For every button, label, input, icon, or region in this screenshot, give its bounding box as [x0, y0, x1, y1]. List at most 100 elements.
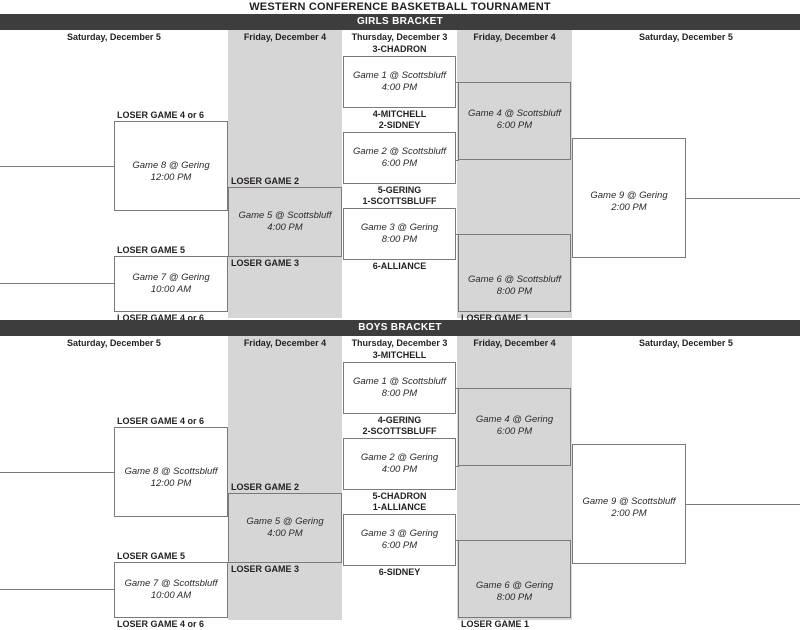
game6-label: Game 6 @ Scottsbluff 8:00 PM [458, 274, 571, 298]
consolation-out-line-top [0, 166, 114, 167]
game2-box [343, 132, 456, 184]
game2-box [343, 438, 456, 490]
boys-day-header-row: Saturday, December 5 Friday, December 4 … [0, 336, 800, 350]
consolation-out-line-top [0, 472, 114, 473]
connector-g1-g4 [456, 82, 459, 83]
game3-time: 6:00 PM [381, 540, 418, 551]
game1-box [343, 56, 456, 108]
day-band-friday-left [228, 336, 342, 620]
game5-box [228, 187, 342, 257]
game8-box [114, 427, 228, 517]
game5-label: Game 5 @ Gering 4:00 PM [228, 516, 342, 540]
day-header-3: Thursday, December 3 [351, 32, 448, 42]
loser-game-3-label: LOSER GAME 3 [231, 564, 300, 574]
consolation-out-line-bottom [0, 283, 114, 284]
loser-game-5-label: LOSER GAME 5 [117, 245, 186, 255]
game1-box [343, 362, 456, 414]
game6-time: 8:00 PM [496, 286, 533, 297]
game4-name: Game 4 @ Gering [475, 414, 554, 425]
seed-1: 1-ALLIANCE [372, 502, 427, 512]
game8-box [114, 121, 228, 211]
loser-game-4-or-6-top-label: LOSER GAME 4 or 6 [117, 110, 205, 120]
game4-box [458, 388, 571, 466]
game7-box [114, 256, 228, 312]
game3-box [343, 208, 456, 260]
game8-label: Game 8 @ Gering 12:00 PM [114, 160, 228, 184]
seed-5: 5-GERING [377, 185, 422, 195]
loser-game-4-or-6-top-label: LOSER GAME 4 or 6 [117, 416, 205, 426]
game6-name: Game 6 @ Scottsbluff [467, 274, 562, 285]
game1-time: 4:00 PM [381, 82, 418, 93]
game1-time: 8:00 PM [381, 388, 418, 399]
game9-time: 2:00 PM [611, 508, 647, 519]
game9-box [572, 138, 686, 258]
game4-box [458, 82, 571, 160]
connector-g1-g4 [456, 388, 459, 389]
girls-bracket-banner: GIRLS BRACKET [0, 14, 800, 30]
connector-g3-g6 [456, 234, 459, 235]
game3-name: Game 3 @ Gering [360, 222, 439, 233]
game6-box [458, 540, 571, 618]
day-band-friday-left [228, 30, 342, 318]
day-header-1: Saturday, December 5 [67, 338, 161, 348]
girls-day-header-row: Saturday, December 5 Friday, December 4 … [0, 30, 800, 44]
game7-name: Game 7 @ Gering [132, 272, 210, 283]
loser-game-5-label: LOSER GAME 5 [117, 551, 186, 561]
game8-name: Game 8 @ Gering [132, 160, 210, 171]
game2-time: 6:00 PM [381, 158, 418, 169]
game6-name: Game 6 @ Gering [475, 580, 554, 591]
consolation-out-line-bottom [0, 589, 114, 590]
seed-3: 3-CHADRON [372, 44, 427, 54]
game5-box [228, 493, 342, 563]
seed-4: 4-GERING [377, 415, 422, 425]
loser-game-1-label: LOSER GAME 1 [461, 313, 530, 323]
game4-name: Game 4 @ Scottsbluff [467, 108, 562, 119]
game5-time: 4:00 PM [267, 528, 303, 539]
game7-label: Game 7 @ Scottsbluff 10:00 AM [114, 578, 228, 602]
game5-name: Game 5 @ Gering [246, 516, 324, 527]
game8-name: Game 8 @ Scottsbluff [124, 466, 218, 477]
game2-label: Game 2 @ Gering 4:00 PM [343, 452, 456, 476]
game2-name: Game 2 @ Gering [360, 452, 439, 463]
boys-bracket-banner: BOYS BRACKET [0, 320, 800, 336]
game3-box [343, 514, 456, 566]
connector-g2-g4 [456, 160, 459, 161]
loser-game-1-label: LOSER GAME 1 [461, 619, 530, 629]
loser-game-4-or-6-bottom-label: LOSER GAME 4 or 6 [117, 313, 205, 323]
day-header-2: Friday, December 4 [243, 338, 327, 348]
day-header-4: Friday, December 4 [473, 338, 556, 348]
seed-5: 5-CHADRON [372, 491, 427, 501]
game3-time: 8:00 PM [381, 234, 418, 245]
game2-label: Game 2 @ Scottsbluff 6:00 PM [343, 146, 456, 170]
day-header-2: Friday, December 4 [243, 32, 327, 42]
day-header-1: Saturday, December 5 [67, 32, 161, 42]
game4-label: Game 4 @ Gering 6:00 PM [458, 414, 571, 438]
game7-time: 10:00 AM [150, 284, 192, 295]
loser-game-3-label: LOSER GAME 3 [231, 258, 300, 268]
game4-time: 6:00 PM [496, 426, 533, 437]
day-header-5: Saturday, December 5 [639, 338, 733, 348]
game3-label: Game 3 @ Gering 6:00 PM [343, 528, 456, 552]
game2-name: Game 2 @ Scottsbluff [352, 146, 447, 157]
seed-6: 6-ALLIANCE [372, 261, 427, 271]
game1-label: Game 1 @ Scottsbluff 8:00 PM [343, 376, 456, 400]
game4-label: Game 4 @ Scottsbluff 6:00 PM [458, 108, 571, 132]
page-title: WESTERN CONFERENCE BASKETBALL TOURNAMENT [249, 1, 551, 13]
game3-name: Game 3 @ Gering [360, 528, 439, 539]
game9-time: 2:00 PM [611, 202, 647, 213]
seed-2: 2-SCOTTSBLUFF [362, 426, 437, 436]
day-band-friday-right [457, 30, 572, 318]
game5-time: 4:00 PM [267, 222, 303, 233]
boys-bracket: Saturday, December 5 Friday, December 4 … [0, 336, 800, 629]
game2-time: 4:00 PM [381, 464, 418, 475]
game7-label: Game 7 @ Gering 10:00 AM [114, 272, 228, 296]
game1-name: Game 1 @ Scottsbluff [352, 376, 447, 387]
game8-time: 12:00 PM [150, 172, 192, 183]
game6-box [458, 234, 571, 312]
game7-box [114, 562, 228, 618]
game3-label: Game 3 @ Gering 8:00 PM [343, 222, 456, 246]
game9-name: Game 9 @ Scottsbluff [582, 496, 676, 507]
game1-name: Game 1 @ Scottsbluff [352, 70, 447, 81]
connector-g2-g4 [456, 466, 459, 467]
